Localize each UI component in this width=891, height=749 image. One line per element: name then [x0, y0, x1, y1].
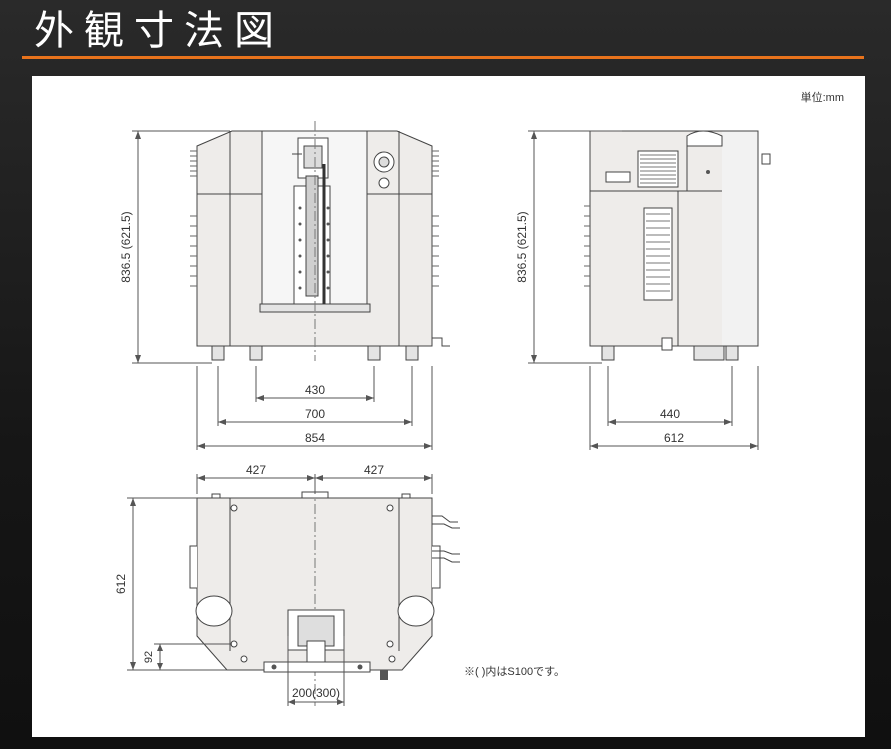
side-width-440: 440 [660, 407, 680, 421]
side-dimensions [528, 130, 759, 450]
top-offset-92: 92 [143, 651, 155, 663]
top-left-427: 427 [246, 463, 266, 477]
front-dimensions [132, 130, 433, 450]
top-dimensions [127, 474, 433, 706]
title-underline [22, 56, 864, 59]
front-width-854: 854 [305, 431, 325, 445]
side-width-612: 612 [664, 431, 684, 445]
page-title: 外観寸法図 [34, 8, 284, 54]
drawing-sheet: 単位:mm [32, 76, 865, 737]
front-width-430: 430 [305, 383, 325, 397]
front-height-label: 836.5 (621.5) [119, 211, 133, 282]
top-right-427: 427 [364, 463, 384, 477]
top-width-200: 200(300) [292, 686, 340, 700]
unit-label: 単位:mm [801, 90, 844, 104]
model-note: ※( )内はS100です。 [464, 664, 565, 678]
top-depth-612: 612 [114, 574, 128, 594]
front-view [190, 121, 450, 361]
front-width-700: 700 [305, 407, 325, 421]
side-view [584, 130, 771, 361]
top-view [189, 486, 460, 706]
side-height-label: 836.5 (621.5) [515, 211, 529, 282]
dimension-drawing: 単位:mm [114, 90, 844, 706]
